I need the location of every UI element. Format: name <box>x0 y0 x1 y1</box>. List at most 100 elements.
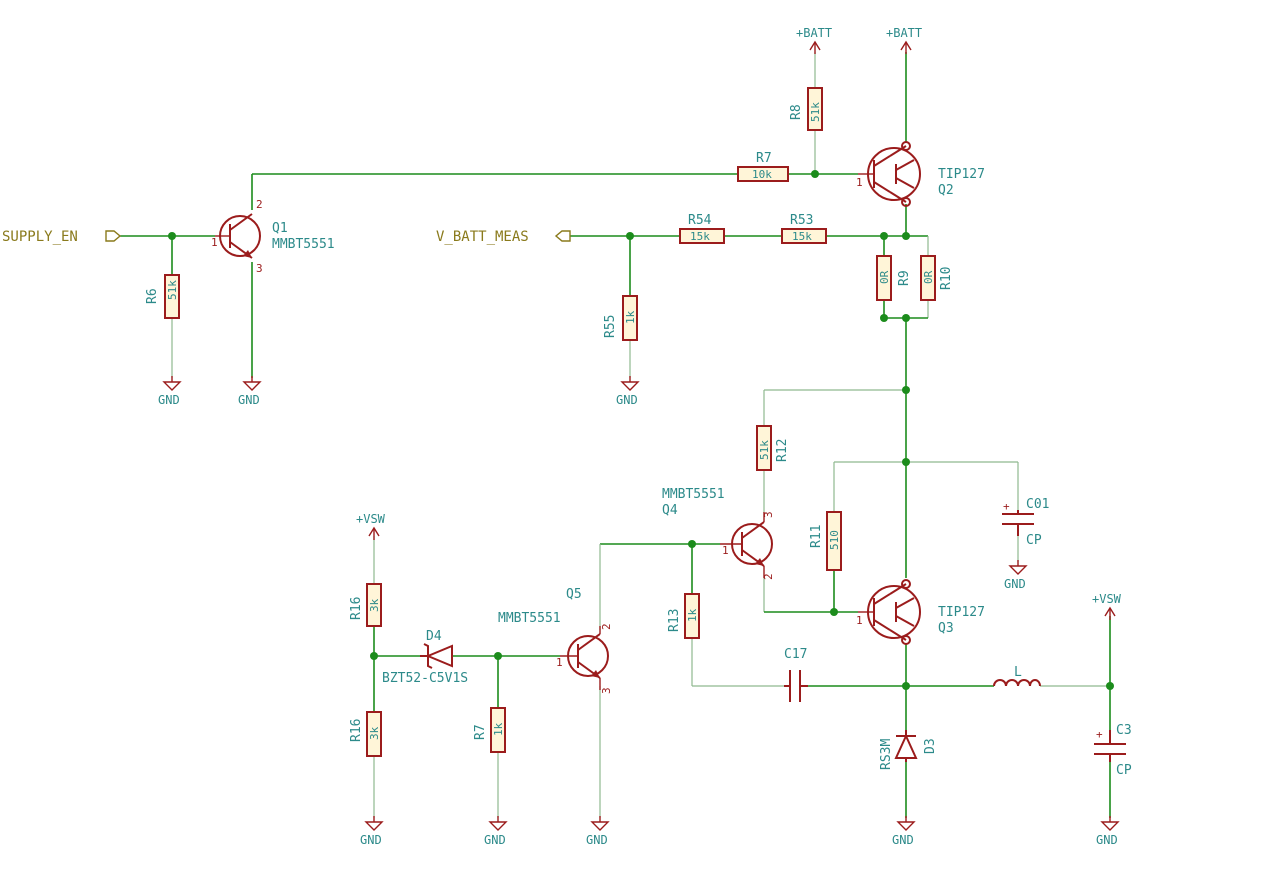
label-arrow-shape <box>105 230 122 242</box>
pin-pad <box>901 579 911 589</box>
capacitor-c17[interactable]: C17 <box>784 647 808 702</box>
resistor-r16-top[interactable]: 3k R16 <box>349 583 382 627</box>
resistor-body <box>366 711 382 757</box>
power-vsw-left[interactable]: +VSW <box>356 512 386 540</box>
resistor-body <box>490 707 506 753</box>
transistor-q3[interactable]: 1 TIP127 Q3 <box>856 579 985 645</box>
resistor-ref: R7 <box>473 724 488 740</box>
gnd-q1[interactable]: GND <box>238 376 262 407</box>
gnd-label: GND <box>892 833 914 847</box>
resistor-ref: R12 <box>775 439 790 462</box>
lead <box>873 181 891 193</box>
lead <box>873 619 891 631</box>
transistor-q2[interactable]: 1 TIP127 Q2 <box>856 141 985 207</box>
resistor-body <box>826 511 842 571</box>
resistor-body <box>756 425 772 471</box>
resistor-value: 0R <box>922 270 935 284</box>
pin-number: 2 <box>256 198 263 211</box>
gnd-q5[interactable]: GND <box>586 816 610 847</box>
power-batt-1[interactable]: +BATT <box>796 26 832 54</box>
resistor-r9[interactable]: 0R R9 <box>876 255 912 301</box>
gnd-d3[interactable]: GND <box>892 816 916 847</box>
junction-dot <box>494 652 502 660</box>
gnd-r7b[interactable]: GND <box>484 816 508 847</box>
resistor-value: 3k <box>368 598 381 612</box>
gnd-label: GND <box>586 833 608 847</box>
gnd-c01[interactable]: GND <box>1004 560 1028 591</box>
capacitor-ref: C17 <box>784 647 807 662</box>
resistor-r7-1k[interactable]: 1k R7 <box>473 707 506 753</box>
lead <box>873 155 891 167</box>
collector-lead <box>577 633 601 651</box>
junction-dot <box>688 540 696 548</box>
diode-ref: D4 <box>426 629 442 644</box>
resistor-value: 1k <box>624 310 637 324</box>
resistor-r8[interactable]: 51k R8 <box>789 87 823 131</box>
resistor-r53[interactable]: 15k R53 <box>781 213 827 244</box>
power-batt-2[interactable]: +BATT <box>886 26 922 54</box>
capacitor-ref: C3 <box>1116 723 1132 738</box>
gnd-r6[interactable]: GND <box>158 376 182 407</box>
resistor-body <box>737 166 789 182</box>
capacitor-value: CP <box>1116 763 1132 778</box>
gnd-icon <box>1100 821 1120 831</box>
gnd-label: GND <box>484 833 506 847</box>
resistor-r55[interactable]: 1k R55 <box>603 295 638 341</box>
resistor-r6[interactable]: 51k R6 <box>145 274 180 319</box>
transistor-ref: Q2 <box>938 183 954 198</box>
resistor-value: 51k <box>809 102 822 122</box>
capacitor-c01[interactable]: + C01 CP <box>1002 497 1049 548</box>
pin-pad <box>901 197 911 207</box>
power-vsw-right[interactable]: +VSW <box>1092 592 1122 620</box>
transistor-q4[interactable]: 1 3 2 MMBT5551 Q4 <box>662 487 775 580</box>
gnd-label: GND <box>616 393 638 407</box>
inner-lead <box>895 597 915 609</box>
pin-number: 1 <box>856 614 863 627</box>
pin-pad <box>901 635 911 645</box>
gnd-c3[interactable]: GND <box>1096 816 1120 847</box>
junction-dot <box>880 232 888 240</box>
inductor-coil-icon <box>993 679 1041 687</box>
transistor-body-icon <box>867 585 921 639</box>
junction-dot <box>902 682 910 690</box>
gnd-icon <box>364 821 384 831</box>
gnd-r55[interactable]: GND <box>616 376 640 407</box>
transistor-q5[interactable]: 1 2 3 Q5 MMBT5551 <box>498 587 613 694</box>
transistor-value: MMBT5551 <box>272 237 335 252</box>
global-label-v-batt-meas[interactable]: V_BATT_MEAS <box>436 229 571 245</box>
resistor-r16-bottom[interactable]: 3k R16 <box>349 711 382 757</box>
zener-diode-d4[interactable]: D4 BZT52-C5V1S <box>382 629 468 686</box>
resistor-r12[interactable]: 51k R12 <box>756 425 790 471</box>
capacitor-value: CP <box>1026 533 1042 548</box>
resistor-r13[interactable]: 1k R13 <box>667 593 700 639</box>
resistor-r54[interactable]: 15k R54 <box>679 213 725 244</box>
resistor-ref: R10 <box>939 267 954 290</box>
polarity-plus-icon: + <box>1003 500 1010 513</box>
transistor-value: MMBT5551 <box>662 487 725 502</box>
gnd-icon <box>162 381 182 391</box>
power-label: +VSW <box>1092 592 1122 606</box>
pin-number: 3 <box>256 262 263 275</box>
resistor-r11[interactable]: 510 R11 <box>809 511 842 571</box>
pin-number: 2 <box>762 573 775 580</box>
resistor-r10[interactable]: 0R R10 <box>920 255 954 301</box>
resistor-body <box>920 255 936 301</box>
transistor-body-icon <box>867 147 921 201</box>
inner-lead <box>895 159 915 171</box>
power-label: +VSW <box>356 512 386 526</box>
global-label-supply-en[interactable]: SUPPLY_EN <box>2 229 122 245</box>
gnd-r16b[interactable]: GND <box>360 816 384 847</box>
resistor-value: 1k <box>686 608 699 622</box>
resistor-value: 15k <box>690 230 710 243</box>
transistor-q1[interactable]: 1 2 3 Q1 MMBT5551 <box>211 198 335 275</box>
resistor-value: 0R <box>878 270 891 284</box>
capacitor-c3[interactable]: + C3 CP <box>1094 723 1132 778</box>
junction-dot <box>811 170 819 178</box>
diode-d3[interactable]: D3 RS3M <box>879 730 938 770</box>
inner-lead <box>895 615 915 627</box>
inductor-l[interactable]: L <box>993 665 1041 687</box>
resistor-r7[interactable]: 10k R7 <box>737 151 789 182</box>
junction-dot <box>880 314 888 322</box>
resistor-body <box>684 593 700 639</box>
diode-ref: D3 <box>923 738 938 754</box>
